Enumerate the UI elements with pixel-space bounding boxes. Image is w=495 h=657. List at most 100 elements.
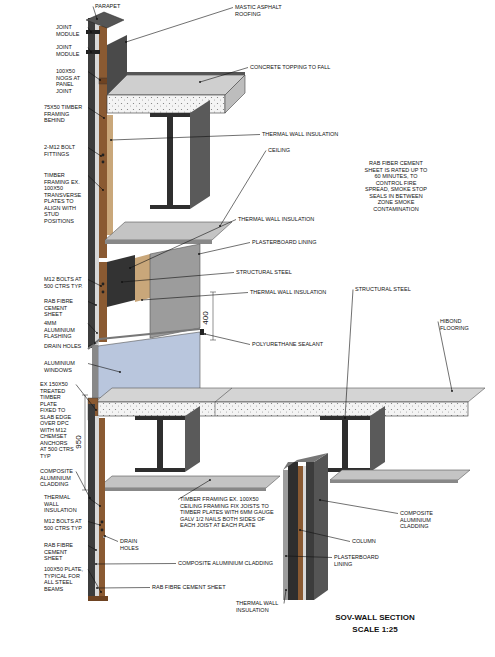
leader-line (88, 364, 120, 373)
leader-line (88, 546, 96, 551)
leader-line (200, 68, 248, 83)
leader-line (88, 108, 104, 119)
leader-line (130, 220, 236, 269)
callout-label: THERMAL WALL INSULATION (236, 600, 282, 613)
middle-wall (88, 244, 200, 348)
leader-dot (100, 155, 102, 157)
callout-label: STRUCTURAL STEEL (355, 286, 435, 293)
callout-label: JOINT MODULE (56, 24, 86, 37)
leader-line (438, 322, 452, 392)
leader-dot (344, 417, 346, 419)
leader-dot (299, 529, 301, 531)
leader-dot (95, 304, 97, 306)
callout-label: CONCRETE TOPPING TO FALL (250, 64, 370, 71)
leader-dot (96, 587, 98, 589)
callout-label: THERMAL WALL INSULATION (44, 494, 86, 514)
leader-dot (285, 555, 287, 557)
leader-dot (125, 41, 127, 43)
leader-dot (90, 51, 92, 53)
leader-dot (198, 253, 200, 255)
leader-dot (204, 333, 206, 335)
callout-label: MASTIC ASPHALT ROOFING (235, 4, 287, 17)
leader-line (320, 500, 398, 514)
leader-line (105, 536, 118, 542)
leader-line (88, 280, 101, 287)
leader-line (88, 570, 101, 593)
callout-label: DRAIN HOLES (120, 538, 150, 551)
leader-dot (103, 117, 105, 119)
leader-line (88, 72, 100, 81)
callout-label: ALUMINIUM WINDOWS (44, 360, 86, 373)
callout-label: 100X50 PLATE, TYPICAL FOR ALL STEEL BEAM… (44, 566, 86, 592)
callout-label: M12 BOLTS AT 500 CTRS TYP (44, 518, 86, 531)
column (283, 453, 328, 600)
leader-line (88, 343, 95, 347)
callout-label: COLUMN (352, 538, 392, 545)
leader-line (88, 498, 100, 507)
leader-line (205, 334, 250, 345)
leader-dot (119, 371, 121, 373)
leader-dot (199, 81, 201, 83)
roof-slab (107, 35, 245, 113)
callout-label: 4MM ALUMINIUM FLASHING (44, 320, 86, 340)
leader-line (199, 243, 250, 255)
callout-label: COMPOSITE ALUMINIUM CLADDING (40, 468, 74, 488)
callout-label: RAB FIBRE CEMENT SHEET (152, 584, 262, 591)
leader-dot (99, 524, 101, 526)
leader-dot (129, 267, 131, 269)
leader-dot (90, 31, 92, 33)
callout-label: 75X50 TIMBER FRAMING BEHIND (44, 104, 86, 124)
leader-dot (89, 497, 91, 499)
drawing-title: SOV-WALL SECTION (320, 613, 430, 623)
leader-dot (110, 139, 112, 141)
roof-beam (150, 100, 210, 209)
lower-wall (88, 404, 108, 601)
leader-line (126, 8, 233, 43)
leader-line (76, 385, 96, 411)
callout-label: DRAIN HOLES (44, 343, 86, 350)
callout-label: COMPOSITE ALUMINIUM CLADDING (400, 510, 448, 530)
callout-label: POLYURETHANE SEALANT (252, 341, 362, 348)
leader-dot (100, 591, 102, 593)
leader-dot (141, 299, 143, 301)
leader-line (88, 48, 91, 53)
leader-line (284, 590, 286, 604)
leader-line (300, 530, 350, 542)
callout-label: 2-M12 BOLT FITTINGS (44, 144, 86, 157)
callout-label: THERMAL WALL INSULATION (238, 216, 368, 223)
leader-dot (95, 409, 97, 411)
callout-label: M12 BOLTS AT 500 CTRS TYP. (44, 276, 86, 289)
leader-dot (104, 535, 106, 537)
leader-line (122, 273, 234, 283)
leader-dot (99, 505, 101, 507)
leader-dot (95, 549, 97, 551)
leader-dot (96, 332, 98, 334)
leader-line (111, 135, 260, 141)
callout-label: RAB FIBRE CEMENT SHEET (44, 298, 86, 318)
callout-label: HIBOND FLOORING (440, 318, 480, 331)
callout-label: PLASTERBOARD LINING (334, 554, 374, 567)
callout-label: PLASTERBOARD LINING (252, 239, 362, 246)
leader-dot (319, 499, 321, 501)
dimension-text: 950 (75, 435, 83, 448)
floor-beams (135, 406, 385, 472)
leader-dot (209, 479, 211, 481)
leader-line (76, 472, 90, 499)
leader-dot (121, 281, 123, 283)
callout-label: 100X50 NOGS AT PANEL JOINT (56, 68, 86, 94)
leader-line (220, 151, 266, 227)
dimension-text: 400 (202, 311, 210, 324)
leader-line (286, 556, 332, 558)
leader-line (88, 302, 96, 306)
leader-line (88, 176, 103, 191)
leader-dot (96, 18, 98, 20)
leader-dot (94, 342, 96, 344)
ceiling (105, 222, 232, 244)
callout-label: RAB FIBRE CEMENT SHEET (44, 542, 86, 562)
leader-dot (451, 390, 453, 392)
leader-line (88, 28, 91, 33)
leader-line (97, 587, 150, 589)
leader-dot (219, 225, 221, 227)
leader-line (88, 148, 101, 157)
leader-line (88, 324, 97, 334)
